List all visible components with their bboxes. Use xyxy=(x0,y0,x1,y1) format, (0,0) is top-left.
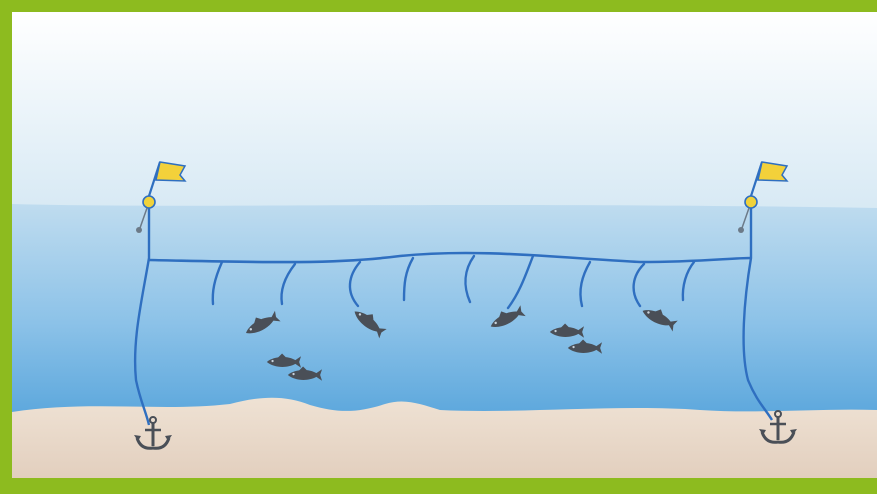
frame-tab xyxy=(12,0,305,12)
frame-bottom xyxy=(0,478,877,494)
water xyxy=(12,204,877,420)
frame-left xyxy=(0,0,12,494)
sky xyxy=(12,12,877,212)
